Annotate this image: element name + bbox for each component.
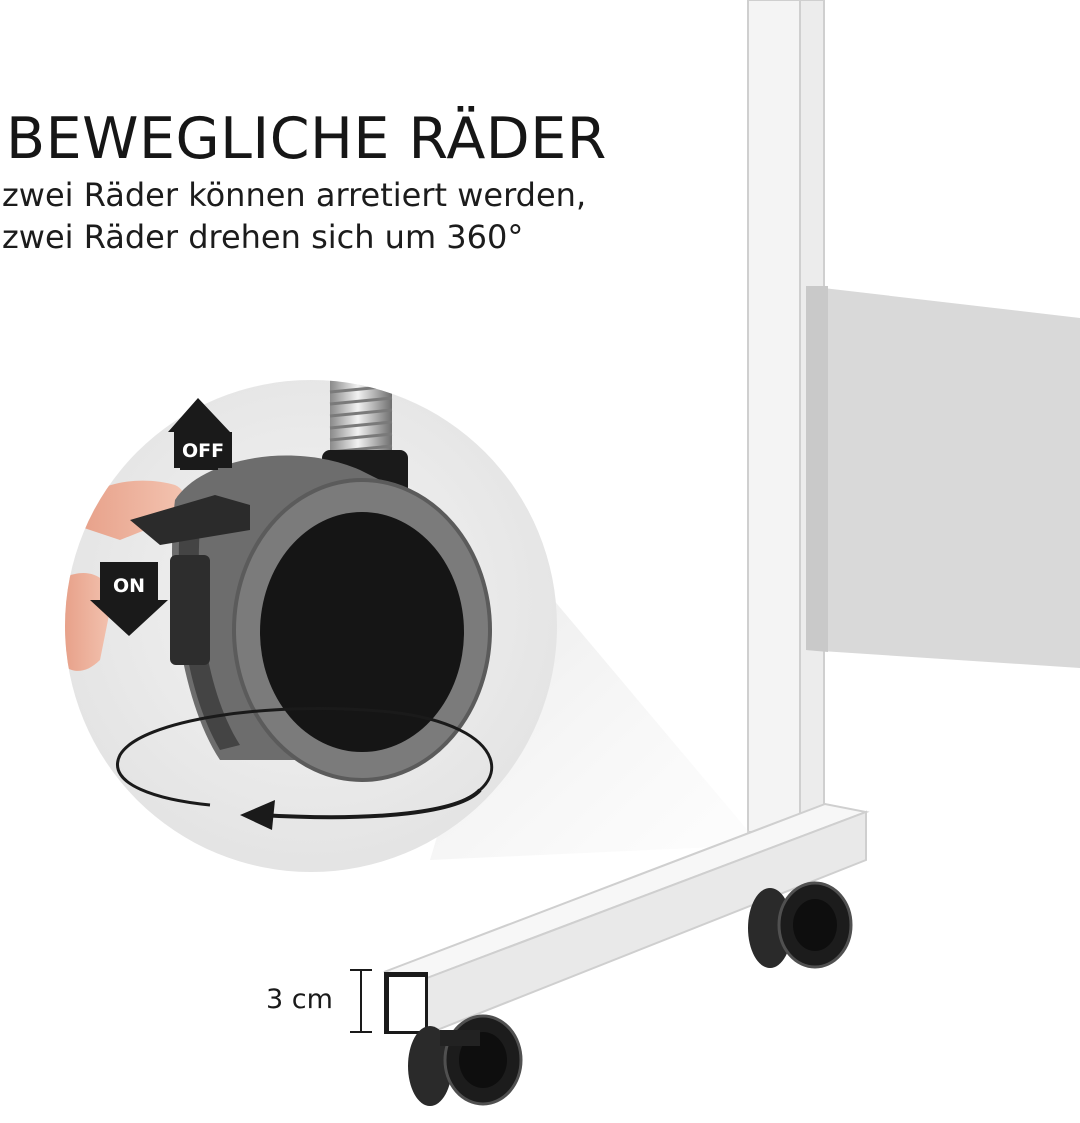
lock-off-badge: OFF [168,398,232,470]
spring-stem [330,380,392,458]
headline: BEWEGLICHE RÄDER [6,106,607,172]
dimension-label: 3 cm [266,984,333,1015]
lock-off-label: OFF [182,440,224,462]
wheel-detail: OFF ON [65,380,557,872]
brake-lever [130,495,250,545]
rear-caster-hub [793,899,837,951]
rotation-arrow-lower [259,788,482,820]
base-foot [383,802,870,1106]
front-caster-mount [440,1030,480,1046]
lock-on-badge: ON [90,562,168,636]
subline-1: zwei Räder können arretiert werden, [2,176,587,214]
side-panel [806,286,1080,668]
rotation-arrow-head [240,800,275,830]
brake-clip [170,555,210,665]
rotation-arrow [116,707,494,810]
foot-end-face [387,975,427,1033]
hub [260,512,464,752]
finger-lower [65,572,112,671]
side-panel-edge [806,286,828,652]
vertical-post [747,0,801,833]
subline-2: zwei Räder drehen sich um 360° [2,218,524,256]
desk-frame [747,0,1080,833]
lock-on-label: ON [113,575,145,597]
dimension-marker [350,969,372,1033]
